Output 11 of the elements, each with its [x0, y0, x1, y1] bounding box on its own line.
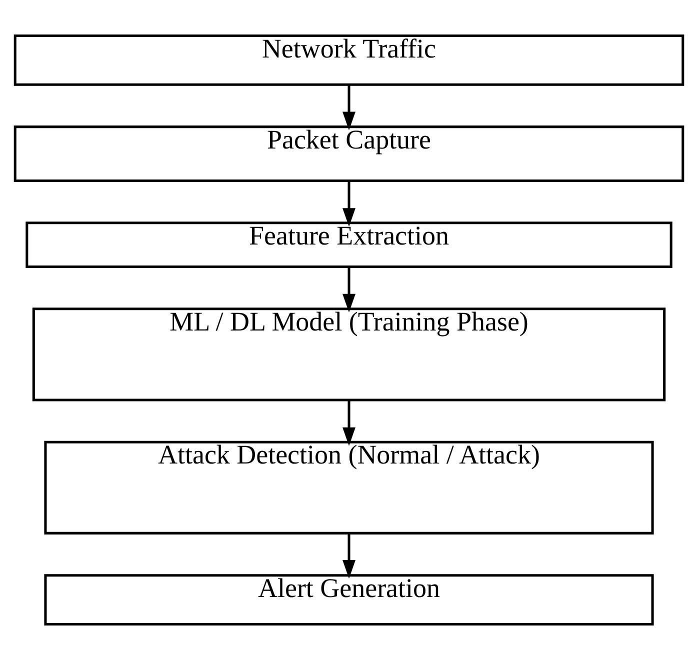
arrow — [342, 400, 356, 446]
node-box: Packet Capture — [14, 126, 684, 182]
node-box: Feature Extraction — [26, 222, 672, 268]
node-box: ML / DL Model (Training Phase) — [32, 308, 666, 402]
arrow — [342, 180, 356, 227]
node-box: Attack Detection (Normal / Attack) — [44, 440, 654, 534]
arrow — [342, 267, 356, 312]
node-box: Alert Generation — [44, 574, 654, 626]
node-box: Network Traffic — [14, 34, 684, 86]
arrow — [342, 534, 356, 579]
arrow — [342, 84, 356, 130]
